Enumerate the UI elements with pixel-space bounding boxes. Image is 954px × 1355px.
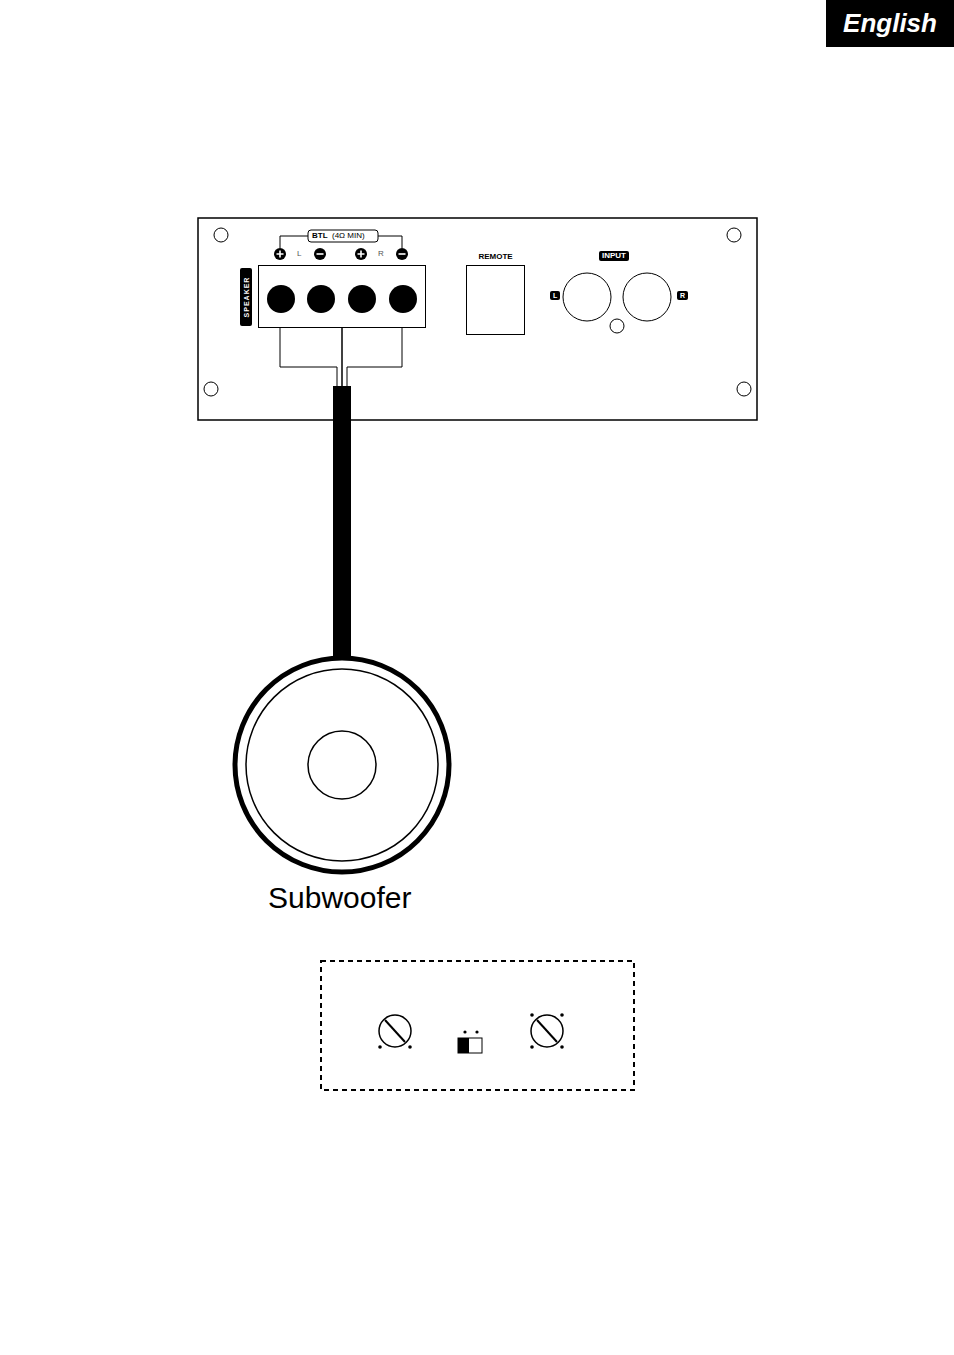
remote-box [466, 265, 525, 335]
gain-knob [378, 1015, 412, 1049]
btl-label: BTL [312, 232, 328, 240]
polarity-symbols [274, 248, 408, 260]
subwoofer: Subwoofer [232, 655, 452, 925]
frequency-knob [530, 1013, 564, 1049]
amplifier-panel [198, 218, 757, 420]
language-badge: English [826, 0, 954, 47]
channel-badge: L [550, 291, 560, 300]
btl-bracket [280, 230, 402, 248]
subwoofer-label: Subwoofer [268, 883, 411, 913]
rca-inputs [563, 273, 671, 333]
speaker-tag: SPEAKER [240, 268, 252, 326]
filter-switch [458, 1030, 482, 1053]
channel-label: L [297, 250, 301, 258]
terminal-block [258, 265, 426, 328]
speaker-connection [341, 328, 343, 655]
remote-label: REMOTE [466, 251, 525, 263]
impedance-label: (4Ω MIN) [332, 232, 365, 240]
channel-badge: R [677, 291, 688, 300]
language-label: English [843, 8, 937, 39]
speaker-label: SPEAKER [243, 277, 250, 318]
mounting-holes [204, 228, 751, 396]
speaker-terminal: SPEAKER [240, 265, 426, 328]
remote-terminal: REMOTE [466, 251, 525, 335]
input-label: INPUT [599, 251, 629, 261]
control-panel [321, 961, 634, 1090]
subwoofer-cone [232, 655, 452, 875]
terminal-screws [259, 266, 425, 327]
channel-label: R [378, 250, 384, 258]
